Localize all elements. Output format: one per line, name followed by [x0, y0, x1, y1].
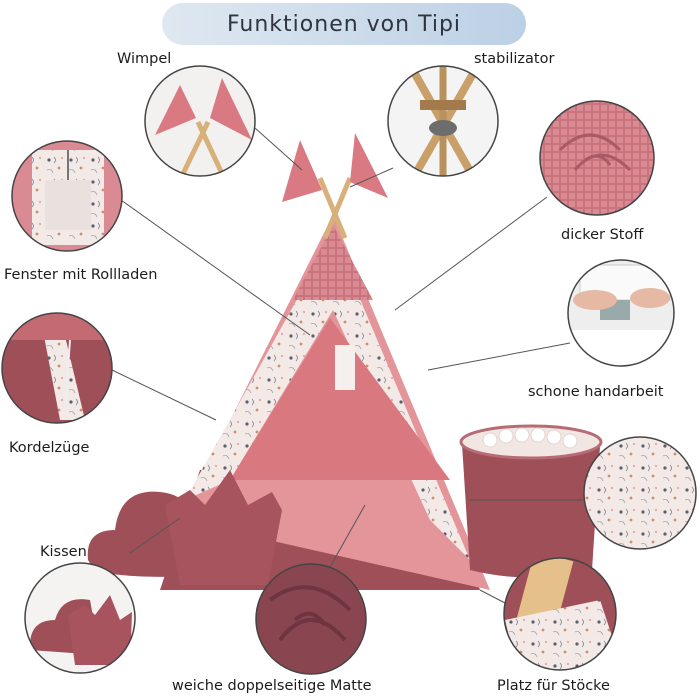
label-stoecke: Platz für Stöcke — [497, 678, 610, 694]
storage-basket — [459, 424, 603, 578]
label-dicker-stoff: dicker Stoff — [561, 227, 644, 243]
detail-photo-pennants — [144, 65, 256, 177]
detail-photo-cushions — [24, 562, 136, 674]
detail-photo-drawstrings — [1, 312, 113, 424]
label-handarbeit: schone handarbeit — [528, 384, 664, 400]
detail-photo-floral-pattern — [583, 436, 697, 550]
label-stabilizator: stabilizator — [474, 51, 555, 67]
tent-window — [335, 345, 355, 390]
detail-photo-window — [11, 140, 123, 252]
tent-flag-right — [350, 133, 388, 198]
label-matte: weiche doppelseitige Matte — [172, 678, 372, 694]
detail-photo-thick-fabric — [539, 100, 655, 216]
tent-poles — [317, 177, 353, 239]
callout-lines — [111, 127, 585, 604]
label-kissen: Kissen — [40, 544, 87, 560]
detail-photo-pole-pocket — [503, 557, 617, 671]
label-kordelzuege: Kordelzüge — [9, 440, 90, 456]
detail-photo-stabilizer — [387, 65, 499, 177]
title-banner: Funktionen von Tipi — [162, 3, 526, 45]
tent-doorway — [230, 318, 450, 480]
tent-top-panel — [293, 225, 373, 300]
label-fenster: Fenster mit Rollladen — [4, 267, 158, 283]
page-title: Funktionen von Tipi — [226, 11, 462, 37]
tent-flag-left — [282, 140, 322, 202]
crown-cushion — [165, 470, 282, 585]
label-wimpel: Wimpel — [117, 51, 172, 67]
detail-photo-velvet-mat — [255, 563, 367, 675]
detail-photo-sewing — [567, 259, 675, 367]
